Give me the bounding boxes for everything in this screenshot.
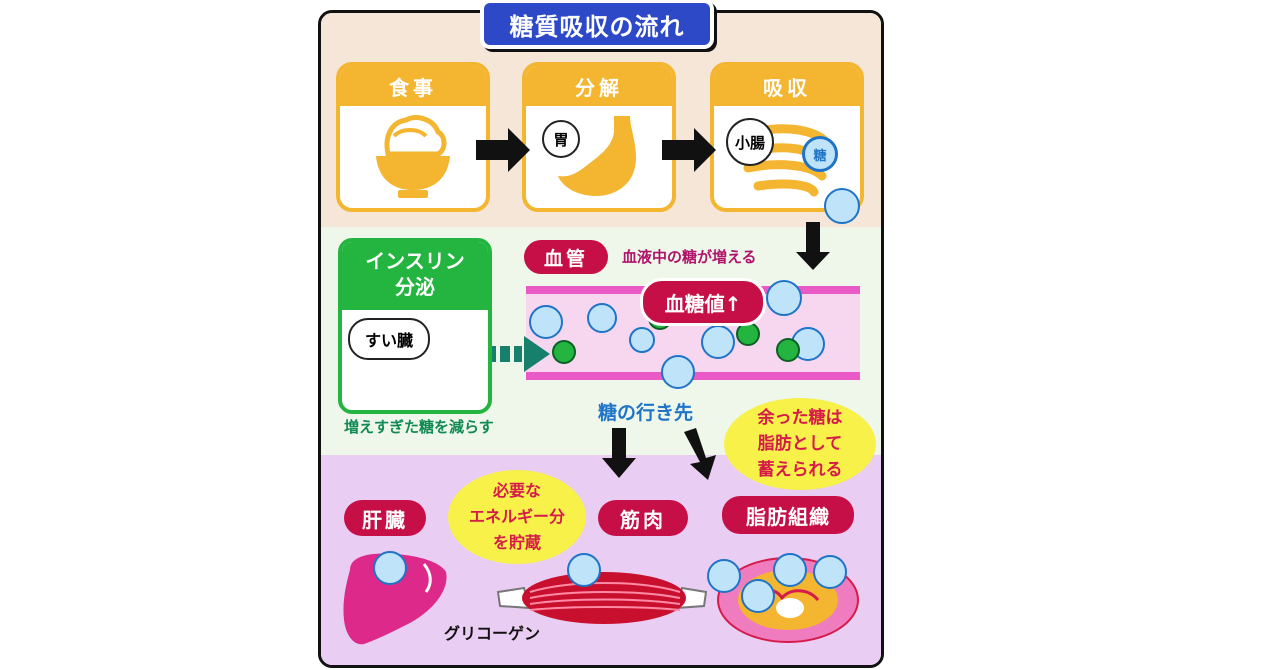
glucose-icon	[741, 579, 775, 613]
glucose-icon	[529, 305, 563, 339]
arrow-right-icon	[662, 128, 716, 172]
glucose-icon	[707, 559, 741, 593]
insulin-title-line1: インスリン	[365, 249, 465, 273]
insulin-caption: 増えすぎた糖を減らす	[344, 418, 494, 436]
blood-vessel-label: 血管	[524, 240, 608, 274]
arrow-down-icon	[684, 428, 716, 480]
glucose-icon	[766, 280, 802, 316]
muscle-label: 筋肉	[598, 500, 688, 536]
glucose-icon	[813, 555, 847, 589]
fat-tissue-label: 脂肪組織	[722, 496, 854, 534]
page-title: 糖質吸収の流れ	[484, 3, 710, 45]
insulin-heading: インスリン 分泌	[342, 242, 488, 310]
liver-label: 肝臓	[344, 500, 426, 536]
fat-note-line3: 蓄えられる	[757, 460, 843, 480]
glucose-icon	[773, 553, 807, 587]
stomach-icon	[558, 116, 636, 196]
step-absorption: 吸収 小腸 糖	[710, 62, 864, 212]
energy-note-line3: を貯蔵	[492, 533, 541, 552]
insulin-title-line2: 分泌	[395, 275, 435, 299]
glucose-icon	[701, 325, 735, 359]
energy-storage-note: 必要な エネルギー分 を貯蔵	[448, 470, 586, 564]
fat-note-line1: 余った糖は	[757, 408, 843, 428]
insulin-icon	[552, 340, 576, 364]
glucose-icon	[373, 551, 407, 585]
rice-bowl-icon	[376, 115, 450, 198]
glucose-icon	[567, 553, 601, 587]
step-digestion-label: 分解	[526, 66, 672, 106]
step-meal: 食事	[336, 62, 490, 212]
glucose-icon	[587, 303, 617, 333]
destination-title: 糖の行き先	[598, 402, 694, 424]
insulin-icon	[736, 322, 760, 346]
glucose-particles	[373, 188, 860, 613]
arrow-down-icon	[602, 428, 636, 478]
fat-storage-note: 余った糖は 脂肪として 蓄えられる	[724, 398, 876, 490]
pancreas-label: すい臓	[348, 318, 430, 360]
blood-note: 血液中の糖が増える	[622, 248, 757, 266]
insulin-arrow-icon	[524, 336, 550, 372]
fat-note-line2: 脂肪として	[757, 434, 843, 454]
step-absorption-label: 吸収	[714, 66, 860, 106]
step-meal-label: 食事	[340, 66, 486, 106]
stomach-label: 胃	[542, 120, 580, 158]
sugar-particle-label: 糖	[802, 136, 838, 172]
insulin-icon	[776, 338, 800, 362]
step-digestion: 分解 胃	[522, 62, 676, 212]
liver-icon	[343, 553, 447, 645]
glucose-icon	[629, 327, 655, 353]
energy-note-line1: 必要な	[492, 481, 541, 500]
intestine-icon	[739, 124, 829, 197]
glucose-icon	[661, 355, 695, 389]
small-intestine-label: 小腸	[726, 118, 774, 166]
muscle-icon	[496, 572, 708, 624]
arrow-down-icon	[796, 222, 830, 270]
blood-glucose-badge: 血糖値↑	[640, 278, 766, 326]
glucose-icon	[824, 188, 860, 224]
arrow-right-icon	[476, 128, 530, 172]
energy-note-line2: エネルギー分	[468, 507, 565, 526]
glycogen-label: グリコーゲン	[444, 624, 541, 643]
